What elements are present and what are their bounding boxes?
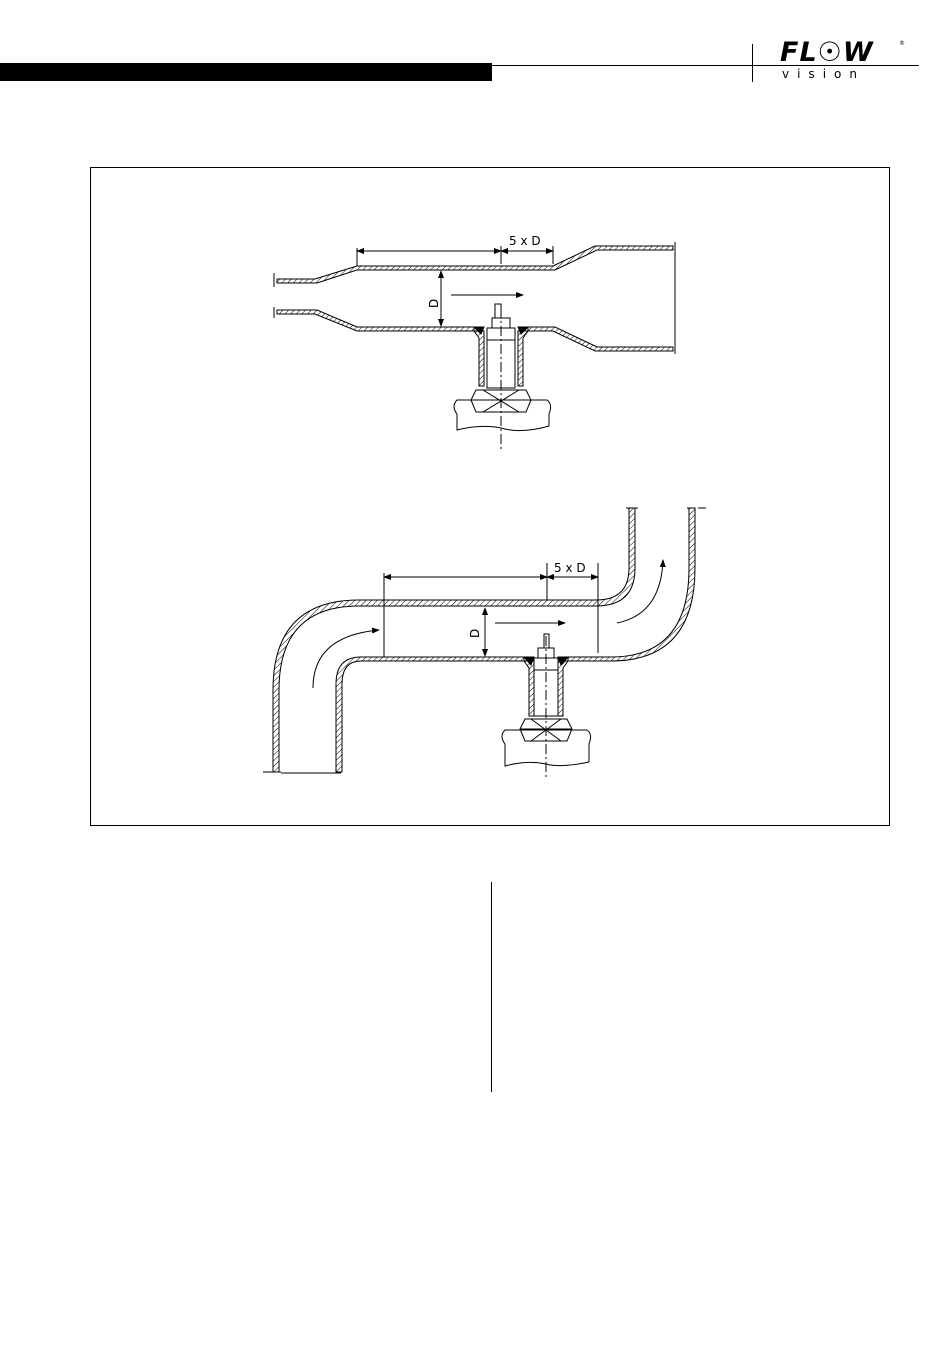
logo-wordmark: FL☉W bbox=[780, 38, 874, 68]
flowvision-logo: FL☉W ® vision bbox=[778, 38, 908, 84]
bottom-5xd-label: 5 x D bbox=[554, 561, 586, 575]
pipe-straight-diagram bbox=[274, 242, 675, 450]
logo-subtitle: vision bbox=[782, 67, 865, 81]
column-divider bbox=[491, 882, 492, 1092]
bottom-diameter-label: D bbox=[468, 629, 482, 638]
pipe-bend-diagram bbox=[263, 508, 709, 780]
logo-registered-mark: ® bbox=[899, 40, 905, 47]
header-divider bbox=[752, 44, 753, 82]
installation-drawing: 5 x D D bbox=[91, 168, 891, 827]
top-diameter-label: D bbox=[427, 299, 441, 308]
top-5xd-label: 5 x D bbox=[509, 234, 541, 248]
installation-figure: 5 x D D bbox=[90, 167, 890, 826]
header-bar bbox=[0, 63, 492, 81]
